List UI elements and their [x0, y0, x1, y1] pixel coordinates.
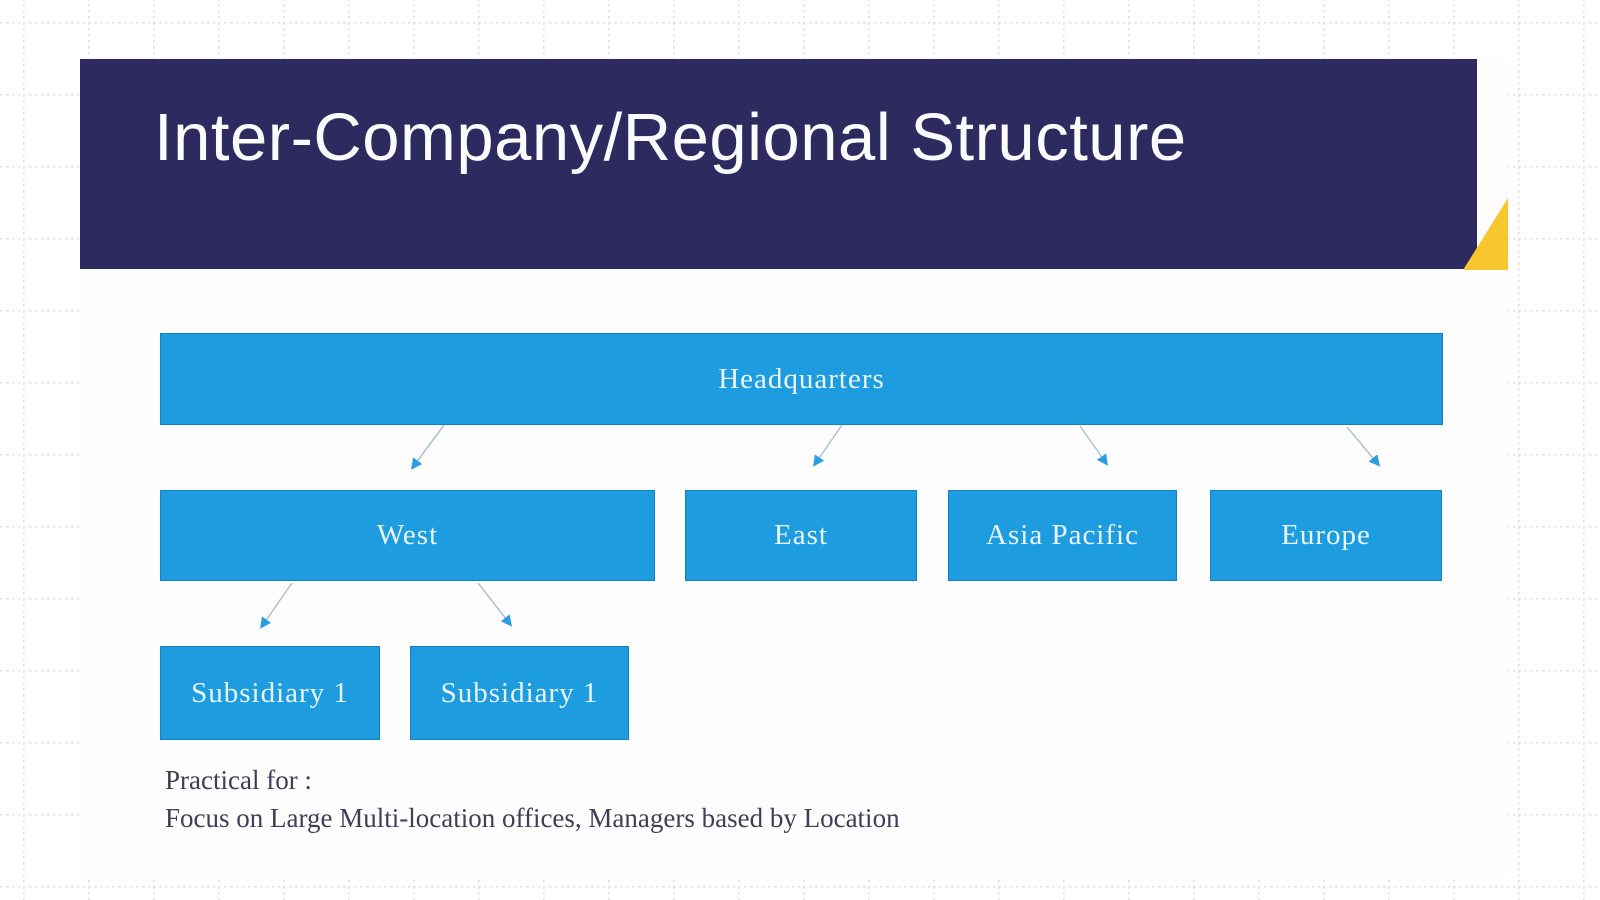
notes-line-2: Focus on Large Multi-location offices, M… — [165, 803, 900, 833]
connector-arrow-hq-west — [410, 424, 445, 470]
title-banner: Inter-Company/Regional Structure — [80, 59, 1477, 269]
connector-arrow-west-subsidiary1 — [260, 582, 293, 629]
org-node-subsidiary-1: Subsidiary 1 — [160, 646, 380, 740]
org-node-subsidiary-2: Subsidiary 1 — [410, 646, 629, 740]
connector-arrow-hq-asia-pacific — [1079, 425, 1108, 466]
notes-line-1: Practical for : — [165, 765, 312, 795]
org-node-europe: Europe — [1210, 490, 1442, 581]
org-node-asia-pacific: Asia Pacific — [948, 490, 1177, 581]
org-node-headquarters: Headquarters — [160, 333, 1443, 425]
org-node-east: East — [685, 490, 917, 581]
presentation-slide: Inter-Company/Regional Structure — [80, 59, 1508, 878]
org-node-west: West — [160, 490, 655, 581]
connector-arrow-west-subsidiary2 — [477, 582, 513, 627]
connector-arrow-hq-east — [813, 424, 843, 467]
slide-title: Inter-Company/Regional Structure — [154, 100, 1187, 175]
connector-arrow-hq-europe — [1346, 426, 1381, 467]
slide-notes: Practical for : Focus on Large Multi-loc… — [165, 761, 900, 837]
